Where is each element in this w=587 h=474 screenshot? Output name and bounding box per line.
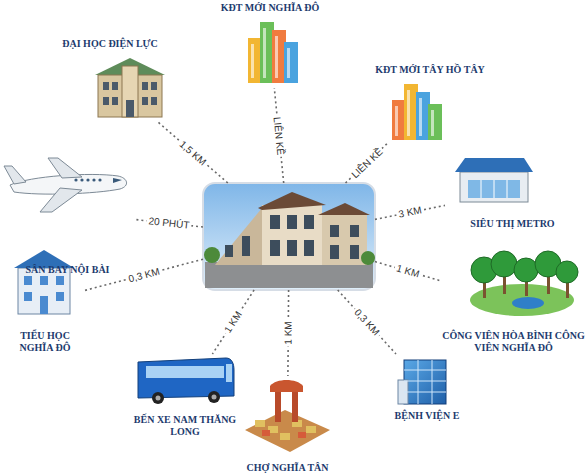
place-name: SIÊU THỊ METRO [445,218,580,230]
place-name: CÔNG VIÊN HÒA BÌNH CÔNG VIÊN NGHĨA ĐÔ [440,330,587,354]
place-name: SÂN BAY NỘI BÀI [0,264,135,276]
airplane-icon [4,158,127,212]
place-name: BẾN XE NAM THĂNG LONG [125,414,245,438]
market-icon [245,380,330,452]
place-node: SIÊU THỊ METRO [445,154,580,230]
distance-connector [346,142,389,183]
park-icon [470,251,578,316]
distance-label: 1 KM [221,308,245,337]
distance-connector [375,262,440,281]
place-name: CHỢ NGHĨA TÂN [220,462,355,474]
distance-label: 1 KM [283,319,294,346]
city-buildings-icon [248,22,298,83]
distance-label: 0,3 KM [351,305,383,339]
supermarket-icon [455,158,533,202]
distance-label: 1,5 KM [176,137,210,169]
place-name: ĐẠI HỌC ĐIỆN LỰC [45,38,175,50]
school-icon [14,250,74,314]
place-name: KĐT MỚI TÂY HỒ TÂY [360,64,500,76]
place-name: BỆNH VIỆN E [372,410,482,422]
distance-connector [212,290,254,354]
project-photo [203,183,375,290]
distance-label: 3 KM [396,204,425,220]
place-node: ĐẠI HỌC ĐIỆN LỰC [45,38,175,122]
place-name: TIỂU HỌC NGHĨA ĐÔ [5,330,85,354]
project-photo-box [203,183,375,290]
distance-connector [338,290,396,354]
distance-label: LIÊN KỀ [271,114,286,157]
distance-label: LIÊN KỀ [348,144,386,181]
distance-label: 1 KM [393,262,422,280]
place-node: BỆNH VIỆN E [372,354,482,422]
place-node: CÔNG VIÊN HÒA BÌNH CÔNG VIÊN NGHĨA ĐÔ [440,250,587,354]
hospital-icon [398,360,446,404]
place-node: KĐT MỚI NGHĨA ĐÔ [210,2,330,88]
place-node: CHỢ NGHĨA TÂN [220,376,355,474]
bus-icon [138,358,234,404]
place-node: BẾN XE NAM THĂNG LONG [125,354,245,438]
distance-connector [158,122,228,183]
distance-label: 0,3 KM [125,265,162,285]
distance-label: 20 PHÚT [146,215,192,231]
place-node: TIỂU HỌC NGHĨA ĐÔ [5,248,85,354]
place-node: SÂN BAY NỘI BÀI [0,148,135,276]
place-node: KĐT MỚI TÂY HỒ TÂY [360,64,500,142]
university-icon [95,58,165,117]
place-name: KĐT MỚI NGHĨA ĐÔ [210,2,330,14]
city-buildings-icon [392,84,442,140]
